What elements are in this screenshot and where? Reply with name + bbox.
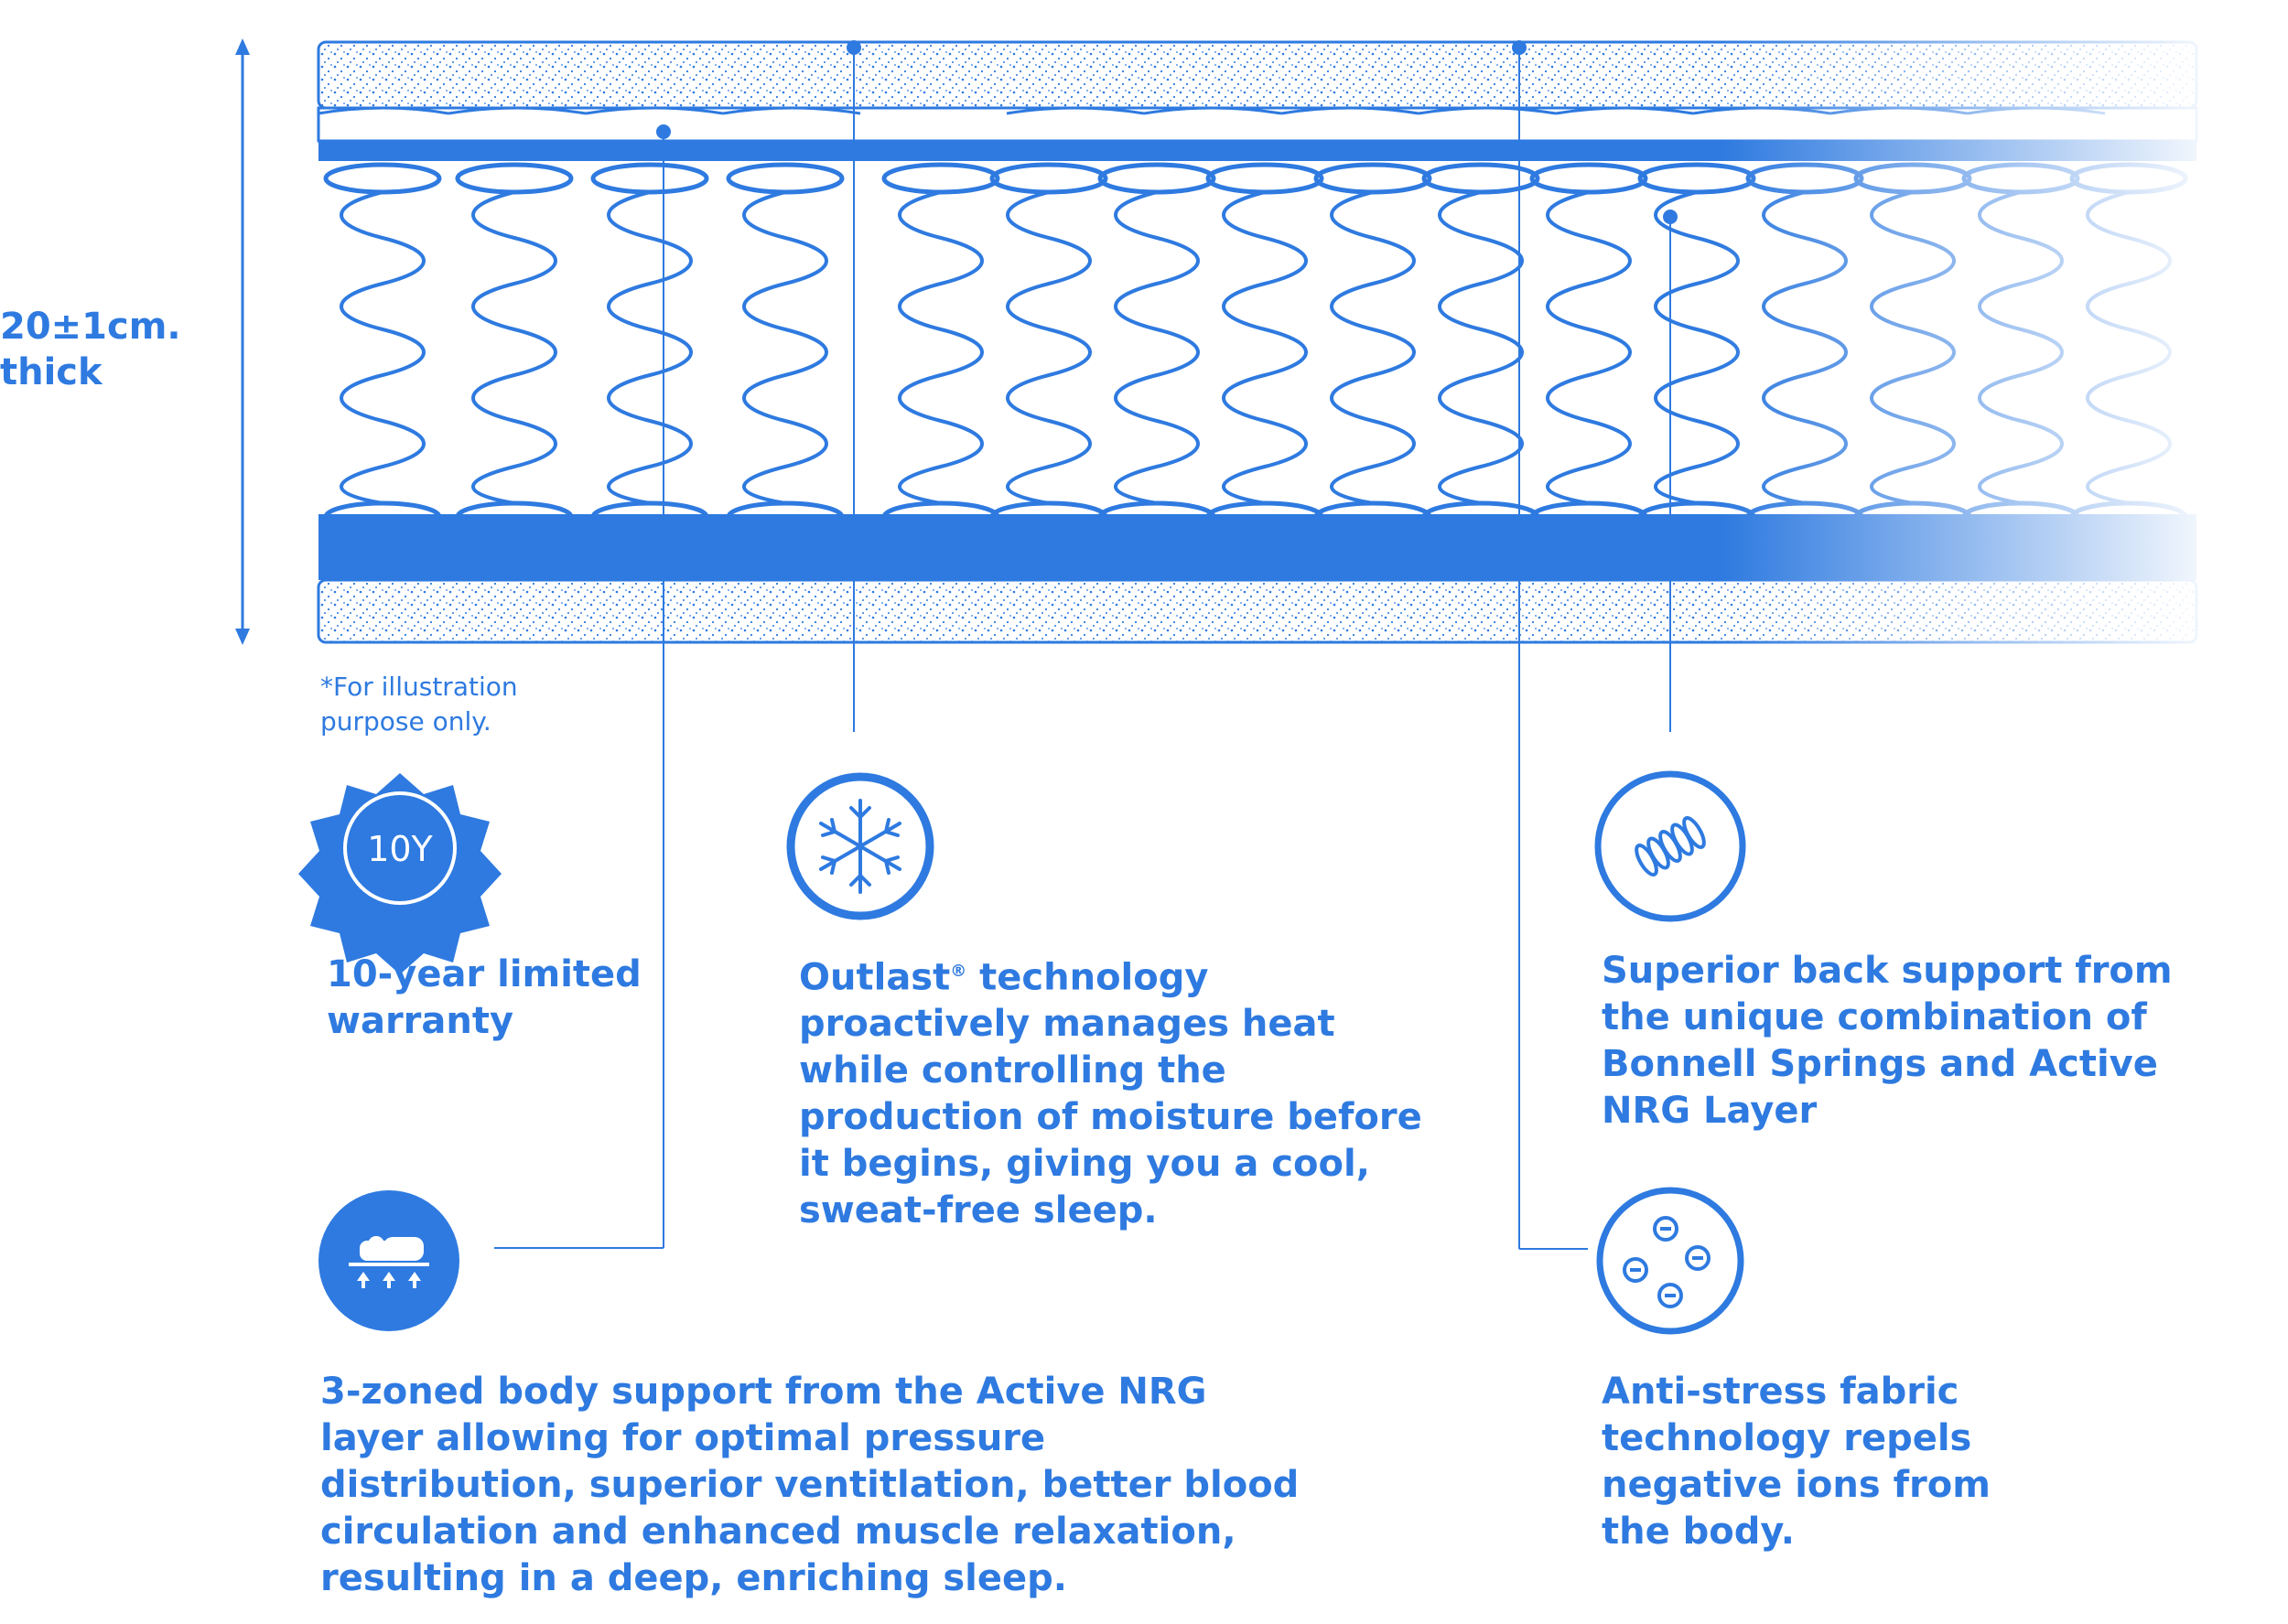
thickness-arrow (235, 38, 250, 645)
warranty-badge-icon: 10Y (298, 773, 502, 974)
outlast-mark: ® (950, 962, 967, 981)
negative-ions-icon (1596, 1187, 1744, 1335)
fade-overlay (1721, 37, 2233, 650)
anti-stress-text: Anti-stress fabric technology repels neg… (1602, 1371, 1991, 1553)
outlast-brand: Outlast (799, 956, 951, 999)
sleeping-person-icon (318, 1190, 459, 1331)
zoned-support-text: 3-zoned body support from the Active NRG… (320, 1371, 1300, 1599)
thickness-label: 20±1cm. thick (0, 304, 181, 395)
leader-lines (494, 48, 1671, 1250)
outlast-text: Outlast® technology proactively manages … (799, 948, 1440, 1234)
thickness-unit: thick (0, 351, 103, 393)
spring-icon (1594, 770, 1746, 922)
outlast-body: technology proactively manages heat whil… (799, 956, 1422, 1232)
mattress (317, 37, 2233, 650)
illustration-note: *For illustration purpose only. (320, 672, 518, 737)
warranty-text: 10-year limited warranty (327, 953, 642, 1042)
leader-dots (656, 40, 1678, 224)
warranty-badge-text: 10Y (367, 829, 433, 869)
back-support-text: Superior back support from the unique co… (1602, 950, 2173, 1132)
snowflake-icon (786, 772, 934, 920)
thickness-value: 20±1cm. (0, 306, 181, 348)
